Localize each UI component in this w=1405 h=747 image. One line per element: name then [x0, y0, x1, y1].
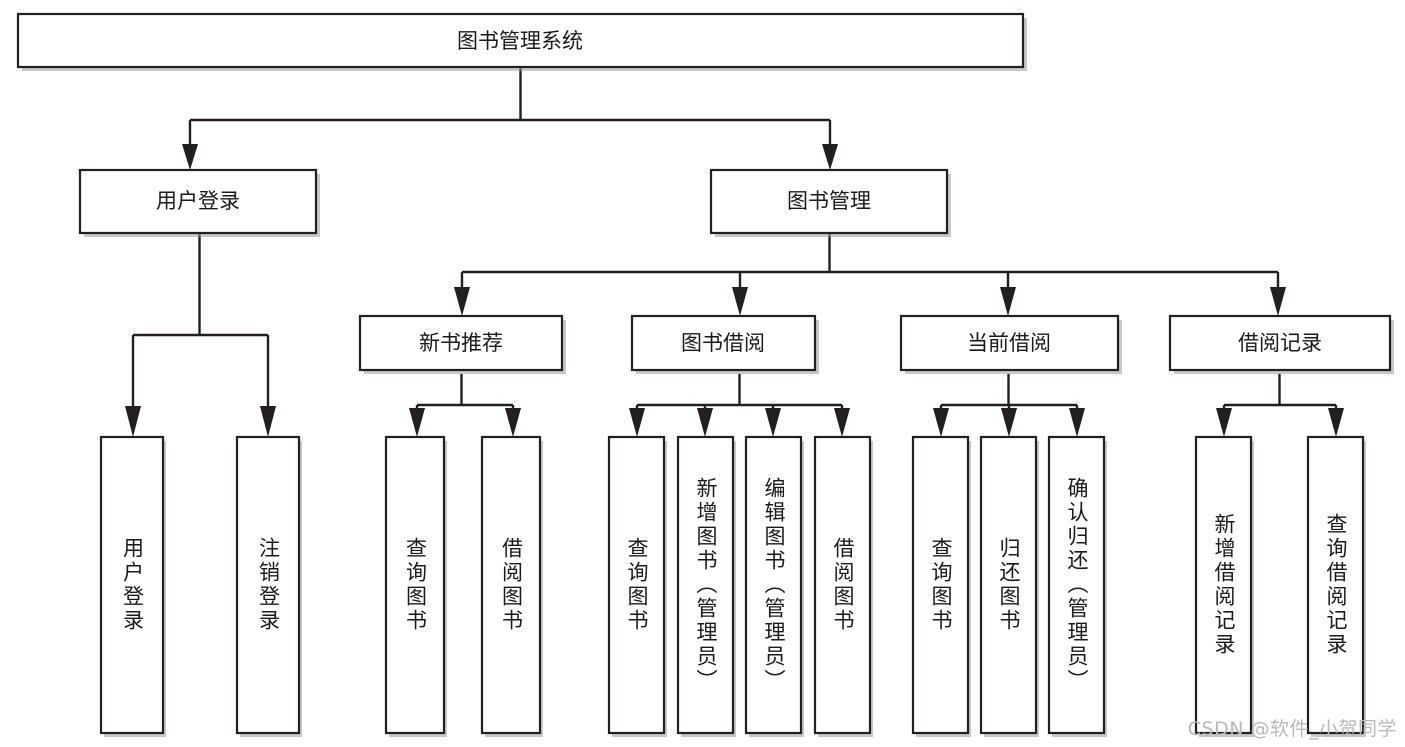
nodes-layer: 图书管理系统 用户登录 图书管理 新书推荐 图书借阅 当前借阅 借阅记录: [16, 12, 1394, 737]
node-leaf-borrow-book-1[interactable]: [480, 435, 542, 735]
node-leaf-add-book[interactable]: [676, 435, 735, 735]
node-leaf-return-book[interactable]: [979, 435, 1038, 735]
arrow-head-leaf-borrow-book-2: [834, 408, 850, 437]
node-book-manage-label: 图书管理: [787, 189, 871, 213]
node-leaf-query-book-1[interactable]: [384, 435, 446, 735]
node-leaf-confirm-return[interactable]: [1047, 435, 1106, 735]
arrow-head-leaf-return-book: [1001, 408, 1017, 437]
arrow-head-new-book: [454, 287, 470, 316]
node-leaf-user-login[interactable]: [99, 435, 165, 735]
arrow-head-leaf-query-book-1: [409, 408, 425, 437]
arrow-head-book-manage: [822, 144, 838, 170]
node-current-borrow-label: 当前借阅: [967, 331, 1051, 355]
arrow-head-leaf-add-record: [1216, 408, 1232, 437]
node-user-login[interactable]: [78, 168, 318, 235]
arrow-head-leaf-user-login: [125, 406, 141, 437]
node-borrow-record-label: 借阅记录: [1238, 331, 1322, 355]
arrow-head-leaf-add-book: [697, 408, 713, 437]
arrow-head-leaf-confirm-return: [1069, 408, 1085, 437]
node-leaf-query-book-2[interactable]: [607, 435, 666, 735]
node-leaf-add-record[interactable]: [1194, 435, 1253, 735]
node-book-manage[interactable]: [709, 168, 949, 235]
node-leaf-edit-book[interactable]: [744, 435, 803, 735]
node-root-label: 图书管理系统: [457, 29, 583, 53]
arrow-head-book-borrow: [732, 287, 748, 316]
node-new-book-recommend[interactable]: [358, 314, 564, 372]
node-borrow-record[interactable]: [1168, 314, 1392, 372]
arrow-head-leaf-borrow-book-1: [505, 408, 521, 437]
arrow-head-borrow-record: [1270, 287, 1286, 316]
node-current-borrow[interactable]: [899, 314, 1120, 372]
arrow-head-leaf-edit-book: [765, 408, 781, 437]
arrow-head-leaf-query-book-3: [933, 408, 949, 437]
arrow-head-user-login: [182, 144, 198, 170]
node-new-book-recommend-label: 新书推荐: [419, 331, 503, 355]
node-leaf-logout[interactable]: [235, 435, 301, 735]
node-leaf-query-record[interactable]: [1306, 435, 1365, 735]
arrow-head-current-borrow: [1000, 287, 1016, 316]
node-book-borrow-label: 图书借阅: [681, 331, 765, 355]
arrow-head-leaf-logout: [260, 406, 276, 437]
node-user-login-label: 用户登录: [156, 189, 240, 213]
node-leaf-query-book-3[interactable]: [911, 435, 970, 735]
node-leaf-borrow-book-2[interactable]: [813, 435, 872, 735]
node-root[interactable]: [16, 12, 1025, 69]
arrow-head-leaf-query-book-2: [629, 408, 645, 437]
connectors-layer: [125, 67, 1344, 437]
node-book-borrow[interactable]: [630, 314, 817, 372]
arrow-head-leaf-query-record: [1328, 408, 1344, 437]
csdn-watermark: CSDN @软件_小贺同学: [1187, 718, 1397, 740]
